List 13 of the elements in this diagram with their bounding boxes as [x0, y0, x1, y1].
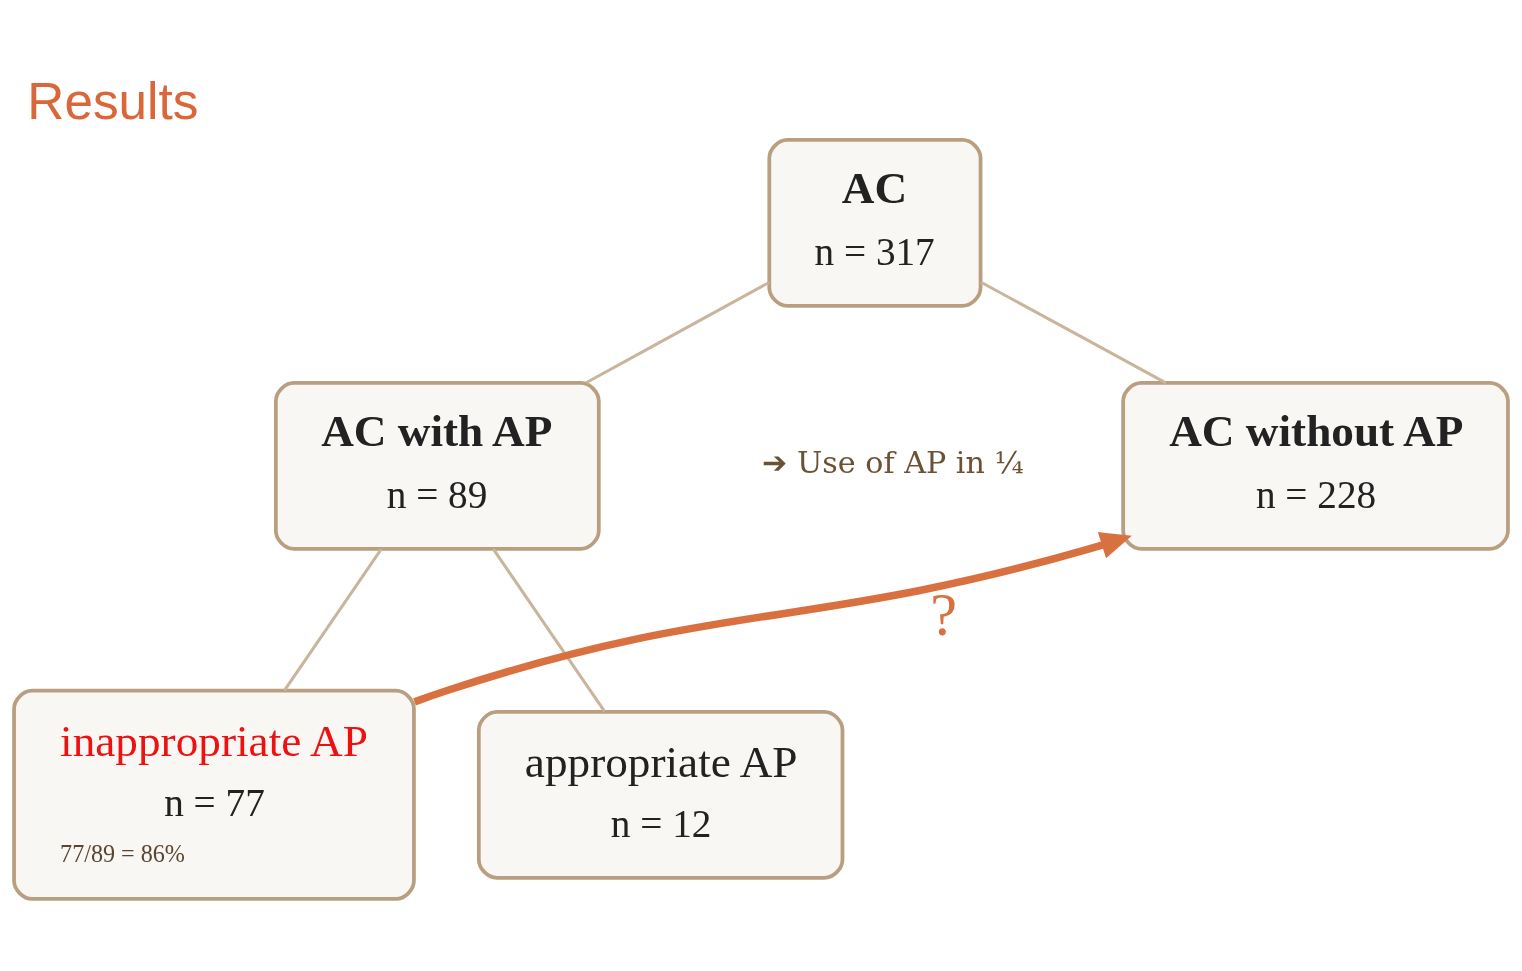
edge-label: ?	[930, 580, 957, 648]
connector	[980, 280, 1167, 385]
node-box: inappropriate AP n = 77 77/89 = 86%	[12, 688, 416, 901]
connector	[585, 281, 770, 385]
connector	[492, 548, 606, 713]
node-box: AC n = 317	[767, 138, 983, 308]
node-box: AC with AP n = 89	[273, 381, 601, 551]
arrow	[413, 532, 1132, 706]
label: ➔ Use of AP in ¼	[762, 445, 1024, 481]
connector	[283, 548, 383, 692]
diagram-title: Results	[27, 73, 199, 131]
node-box: appropriate AP n = 12	[476, 709, 845, 880]
node-box: AC without AP n = 228	[1121, 381, 1510, 551]
